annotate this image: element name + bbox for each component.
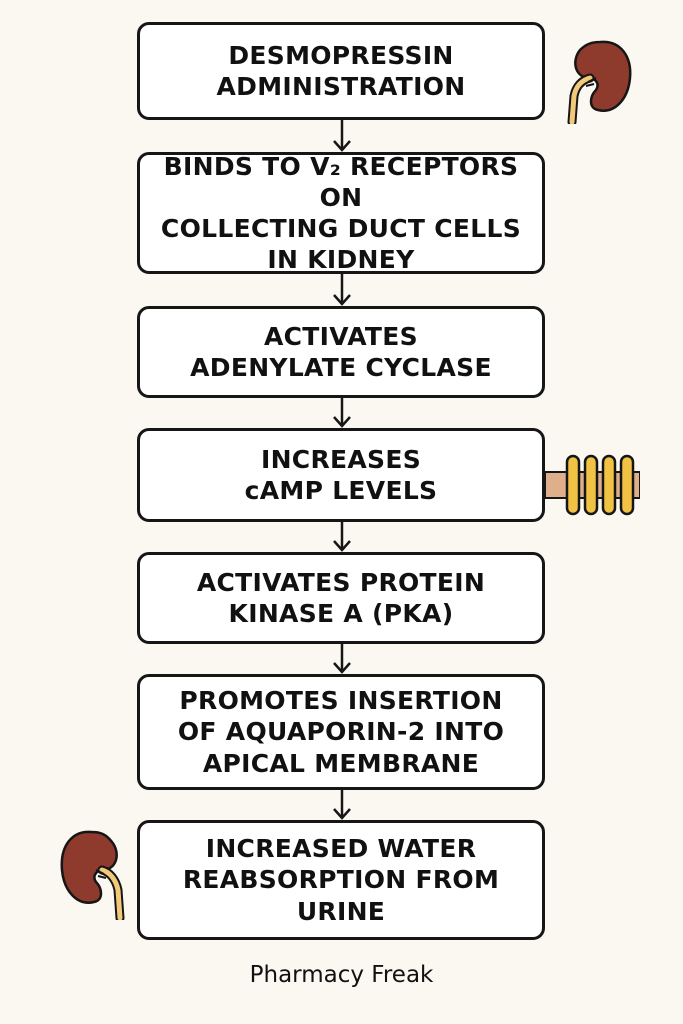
kidney-icon [60, 830, 125, 920]
step-4-line-1: INCREASES [260, 444, 422, 474]
step-box-5: ACTIVATES PROTEIN KINASE A (PKA) [137, 552, 545, 644]
step-4-line-2: cAMP LEVELS [244, 476, 438, 505]
step-box-6: PROMOTES INSERTION OF AQUAPORIN-2 INTO A… [137, 674, 545, 790]
step-2-line-2: COLLECTING DUCT CELLS [160, 214, 522, 243]
step-2-line-1: BINDS TO V₂ RECEPTORS ON [163, 151, 519, 212]
arrow-down-icon [333, 398, 351, 428]
step-6-line-3: APICAL MEMBRANE [202, 748, 480, 778]
step-box-4: INCREASES cAMP LEVELS [137, 428, 545, 522]
step-5-line-1: ACTIVATES PROTEIN [196, 567, 486, 597]
step-7-line-1: INCREASED WATER [205, 834, 477, 864]
step-6-line-2: OF AQUAPORIN-2 INTO [177, 717, 505, 747]
step-7-line-2: REABSORPTION FROM [182, 865, 500, 895]
arrow-down-icon [333, 120, 351, 152]
arrow-down-icon [333, 790, 351, 820]
arrow-down-icon [333, 522, 351, 552]
step-1-line-2: ADMINISTRATION [216, 72, 466, 101]
arrow-down-icon [333, 274, 351, 306]
step-box-3: ACTIVATES ADENYLATE CYCLASE [137, 306, 545, 398]
step-3-line-1: ACTIVATES [264, 321, 418, 351]
step-1-line-1: DESMOPRESSIN [228, 40, 454, 70]
step-box-7: INCREASED WATER REABSORPTION FROM URINE [137, 820, 545, 940]
step-box-2: BINDS TO V₂ RECEPTORS ON COLLECTING DUCT… [137, 152, 545, 274]
kidney-icon [567, 40, 632, 124]
arrow-down-icon [333, 644, 351, 674]
receptor-channel-icon [545, 454, 640, 516]
step-2-line-3: IN KIDNEY [267, 245, 415, 275]
step-5-line-2: KINASE A (PKA) [228, 599, 454, 628]
step-6-line-1: PROMOTES INSERTION [179, 686, 503, 716]
step-3-line-2: ADENYLATE CYCLASE [190, 353, 492, 382]
step-box-1: DESMOPRESSIN ADMINISTRATION [137, 22, 545, 120]
step-7-line-3: URINE [296, 896, 386, 926]
footer-credit: Pharmacy Freak [249, 962, 434, 988]
